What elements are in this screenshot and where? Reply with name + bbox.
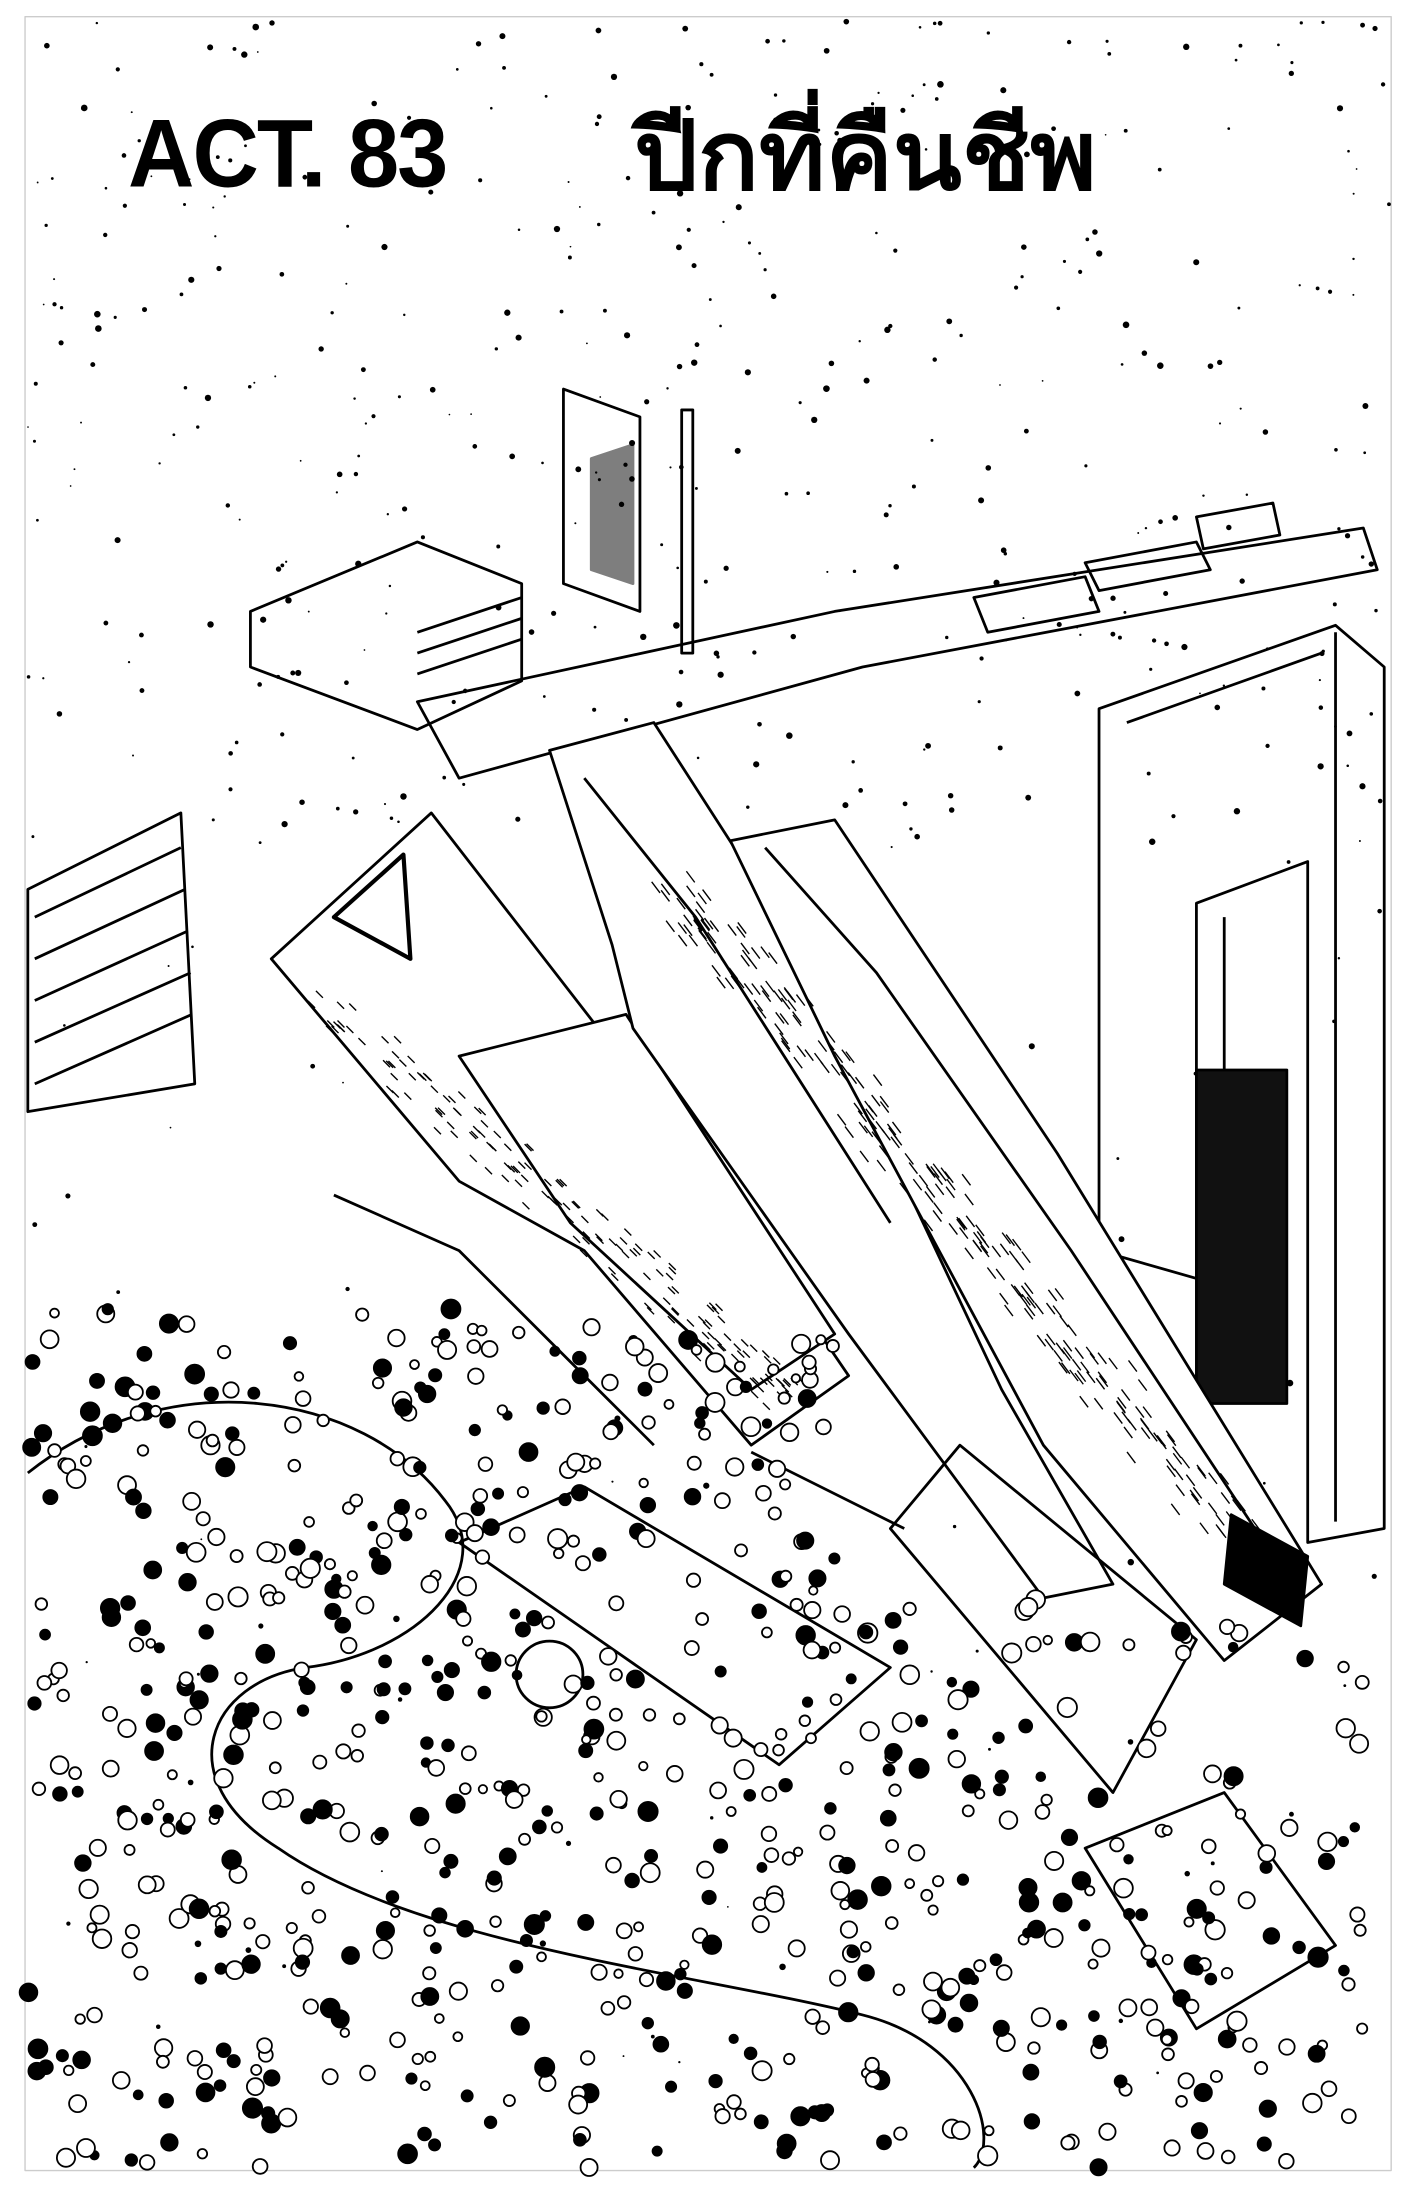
background-buildings [26, 387, 1379, 1114]
tower-windows [307, 870, 1279, 1563]
towers [269, 721, 1324, 1662]
park-trees [18, 1298, 1370, 2177]
arch-structure [1097, 623, 1386, 1544]
chapter-title: ปีกที่คืนชีพ [633, 100, 1097, 212]
panel-border [24, 15, 1392, 2172]
chapter-label: ACT. 83 [128, 100, 448, 208]
